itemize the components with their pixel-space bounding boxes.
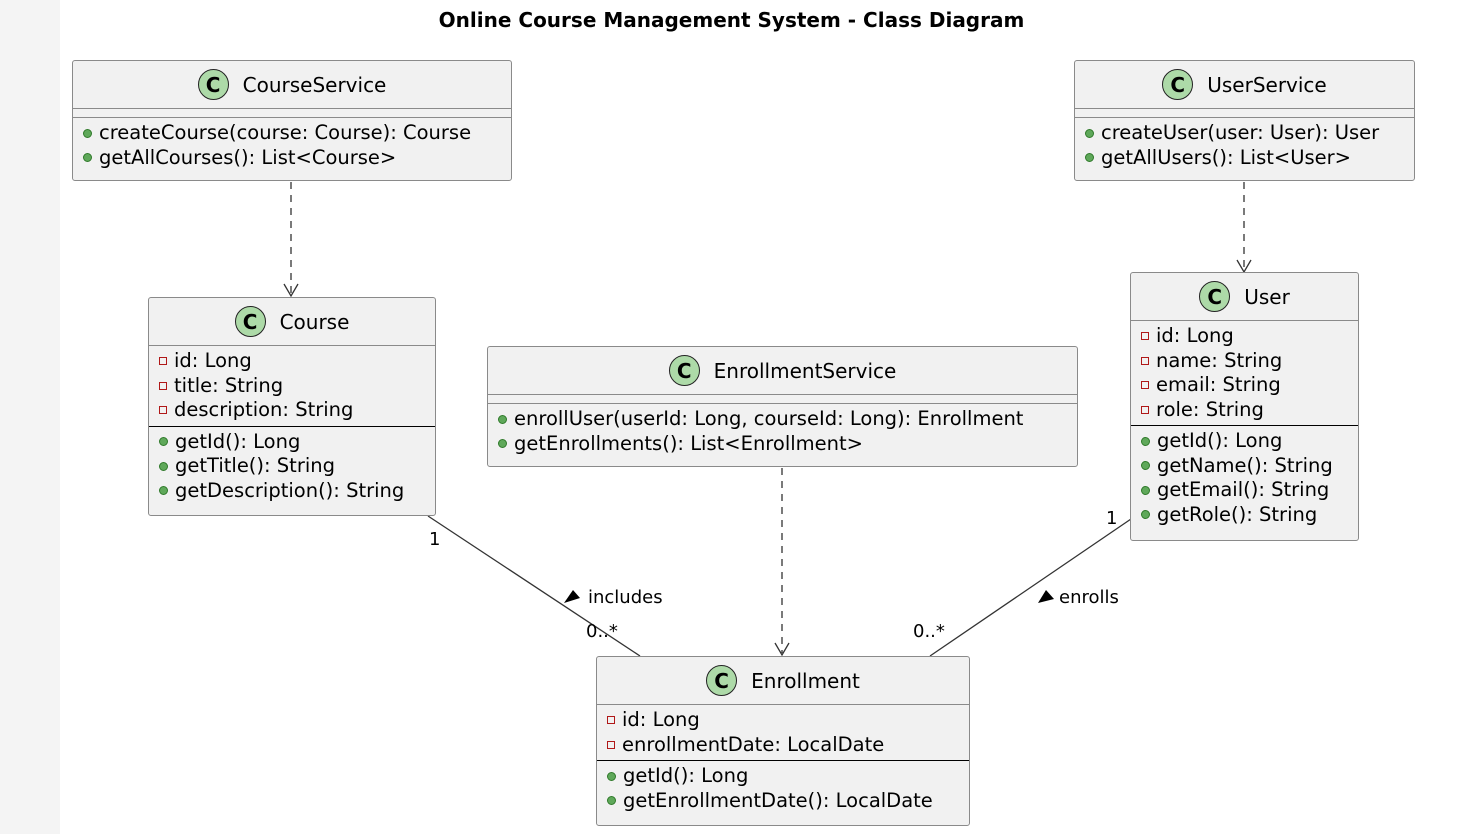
class-name: Course xyxy=(279,309,350,334)
public-visibility-icon xyxy=(1141,485,1150,495)
field-row: email: String xyxy=(1131,373,1358,398)
methods-section: enrollUser(userId: Long, courseId: Long)… xyxy=(488,404,1077,459)
methods-section: getId(): Long getTitle(): String getDesc… xyxy=(149,427,435,507)
method-row: getAllUsers(): List<User> xyxy=(1075,146,1414,171)
public-visibility-icon xyxy=(83,153,92,163)
method-row: createUser(user: User): User xyxy=(1075,121,1414,146)
private-visibility-icon xyxy=(1141,405,1149,414)
field-row: enrollmentDate: LocalDate xyxy=(597,733,969,758)
method-row: getId(): Long xyxy=(149,430,435,455)
class-header: C Course xyxy=(149,298,435,346)
class-header: C UserService xyxy=(1075,61,1414,109)
method-row: getAllCourses(): List<Course> xyxy=(73,146,511,171)
class-stereotype-icon: C xyxy=(197,69,229,100)
private-visibility-icon xyxy=(159,406,167,415)
fields-section: id: Long name: String email: String role… xyxy=(1131,321,1358,426)
public-visibility-icon xyxy=(159,486,168,496)
method-row: getEnrollmentDate(): LocalDate xyxy=(597,789,969,814)
methods-section: createUser(user: User): User getAllUsers… xyxy=(1075,118,1414,173)
private-visibility-icon xyxy=(607,716,615,725)
method-row: getRole(): String xyxy=(1131,503,1358,528)
public-visibility-icon xyxy=(1141,436,1150,446)
public-visibility-icon xyxy=(498,439,507,449)
public-visibility-icon xyxy=(498,414,507,424)
enrolls-direction-arrow xyxy=(1038,590,1054,603)
class-header: C Enrollment xyxy=(597,657,969,705)
public-visibility-icon xyxy=(1141,510,1150,520)
association-enrolls-line xyxy=(929,518,1132,657)
method-row: getDescription(): String xyxy=(149,479,435,504)
includes-target-multiplicity: 0..* xyxy=(586,621,618,642)
field-row: id: Long xyxy=(1131,324,1358,349)
class-course[interactable]: C Course id: Long title: String descript… xyxy=(148,297,436,516)
method-row: getId(): Long xyxy=(1131,429,1358,454)
private-visibility-icon xyxy=(1141,356,1149,365)
includes-source-multiplicity: 1 xyxy=(429,529,441,550)
public-visibility-icon xyxy=(159,437,168,447)
class-name: UserService xyxy=(1207,72,1327,97)
class-name: Enrollment xyxy=(751,668,860,693)
public-visibility-icon xyxy=(83,128,92,138)
dependency-courseservice-course-arrowhead xyxy=(283,283,299,298)
class-header: C User xyxy=(1131,273,1358,321)
class-name: EnrollmentService xyxy=(713,358,897,383)
method-row: enrollUser(userId: Long, courseId: Long)… xyxy=(488,407,1077,432)
dependency-enrollmentservice-enrollment-arrowhead xyxy=(774,642,790,657)
enrolls-target-multiplicity: 0..* xyxy=(913,621,945,642)
class-stereotype-icon: C xyxy=(1199,281,1231,312)
class-stereotype-icon: C xyxy=(706,665,738,696)
association-includes-line xyxy=(427,515,641,657)
class-header: C CourseService xyxy=(73,61,511,109)
field-row: id: Long xyxy=(597,708,969,733)
method-row: getName(): String xyxy=(1131,454,1358,479)
fields-section xyxy=(1075,109,1414,118)
method-row: getEmail(): String xyxy=(1131,478,1358,503)
private-visibility-icon xyxy=(607,740,615,749)
method-row: getTitle(): String xyxy=(149,454,435,479)
class-enrollment[interactable]: C Enrollment id: Long enrollmentDate: Lo… xyxy=(596,656,970,826)
method-row: createCourse(course: Course): Course xyxy=(73,121,511,146)
includes-direction-arrow xyxy=(564,590,580,603)
private-visibility-icon xyxy=(159,357,167,366)
public-visibility-icon xyxy=(1141,461,1150,471)
private-visibility-icon xyxy=(1141,332,1149,341)
class-user[interactable]: C User id: Long name: String email: Stri… xyxy=(1130,272,1359,541)
method-row: getId(): Long xyxy=(597,764,969,789)
class-header: C EnrollmentService xyxy=(488,347,1077,395)
fields-section: id: Long title: String description: Stri… xyxy=(149,346,435,427)
class-name: CourseService xyxy=(242,72,387,97)
methods-section: getId(): Long getName(): String getEmail… xyxy=(1131,426,1358,530)
fields-section xyxy=(73,109,511,118)
class-userservice[interactable]: C UserService createUser(user: User): Us… xyxy=(1074,60,1415,181)
private-visibility-icon xyxy=(159,381,167,390)
field-row: title: String xyxy=(149,374,435,399)
private-visibility-icon xyxy=(1141,381,1149,390)
class-stereotype-icon: C xyxy=(234,306,266,337)
methods-section: createCourse(course: Course): Course get… xyxy=(73,118,511,173)
methods-section: getId(): Long getEnrollmentDate(): Local… xyxy=(597,761,969,816)
public-visibility-icon xyxy=(1085,128,1094,138)
field-row: role: String xyxy=(1131,398,1358,423)
method-row: getEnrollments(): List<Enrollment> xyxy=(488,432,1077,457)
includes-label: includes xyxy=(588,587,663,608)
field-row: name: String xyxy=(1131,349,1358,374)
public-visibility-icon xyxy=(607,771,616,781)
class-courseservice[interactable]: C CourseService createCourse(course: Cou… xyxy=(72,60,512,181)
public-visibility-icon xyxy=(1085,153,1094,163)
public-visibility-icon xyxy=(607,796,616,806)
fields-section xyxy=(488,395,1077,404)
class-name: User xyxy=(1244,284,1290,309)
field-row: description: String xyxy=(149,398,435,423)
fields-section: id: Long enrollmentDate: LocalDate xyxy=(597,705,969,761)
class-stereotype-icon: C xyxy=(1162,69,1194,100)
enrolls-source-multiplicity: 1 xyxy=(1106,508,1118,529)
enrolls-label: enrolls xyxy=(1059,587,1119,608)
class-stereotype-icon: C xyxy=(668,355,700,386)
class-enrollmentservice[interactable]: C EnrollmentService enrollUser(userId: L… xyxy=(487,346,1078,467)
public-visibility-icon xyxy=(159,461,168,471)
diagram-title: Online Course Management System - Class … xyxy=(438,8,1025,32)
field-row: id: Long xyxy=(149,349,435,374)
